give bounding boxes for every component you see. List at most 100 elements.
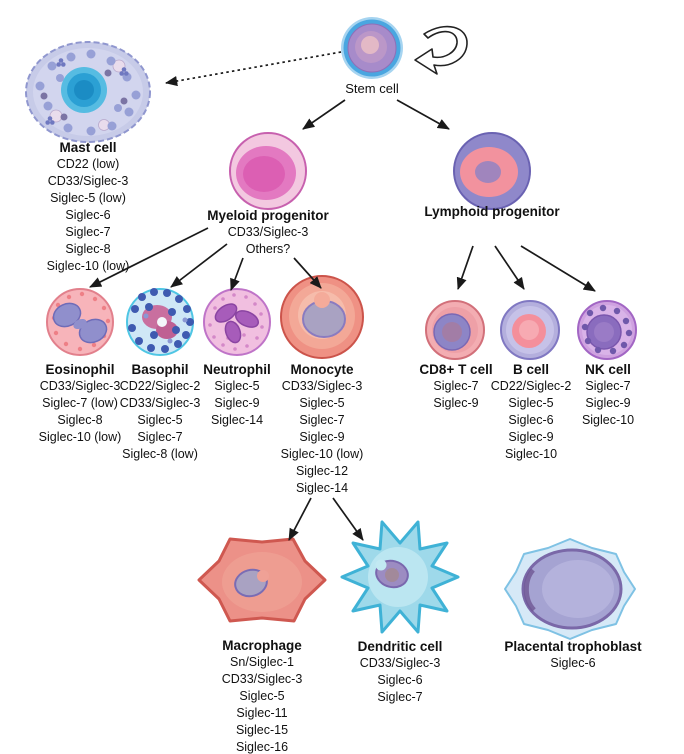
placental-trophoblast-markers: Siglec-6 — [475, 655, 671, 672]
myeloid-progenitor-label: Myeloid progenitor — [207, 208, 329, 223]
arrow-myeloid-to-basophil — [170, 243, 228, 288]
marker-item: Siglec-6 — [377, 673, 423, 687]
nk-granules — [581, 304, 633, 355]
marker-item: Siglec-15 — [235, 723, 289, 737]
arrow-lymphoid-to-cd8t — [456, 245, 474, 290]
neutrophil-nucleus — [214, 303, 260, 344]
marker-item: Siglec-12 — [295, 464, 349, 478]
marker-item: CD33/Siglec-3 — [119, 396, 201, 410]
marker-item: Siglec-5 — [239, 689, 285, 703]
arrow-monocyte-to-macrophage — [288, 497, 312, 541]
dendritic-cell-label: Dendritic cell — [357, 639, 443, 654]
marker-item: Others? — [245, 242, 291, 256]
marker-item: CD22/Siglec-2 — [119, 379, 201, 393]
marker-item: CD22/Siglec-2 — [490, 379, 572, 393]
marker-item: CD33/Siglec-3 — [221, 672, 303, 686]
marker-item: Siglec-14 — [210, 413, 264, 427]
marker-item: Siglec-5 — [137, 413, 183, 427]
arrow-lymphoid-to-nk — [520, 245, 596, 292]
marker-item: Siglec-11 — [236, 706, 288, 720]
marker-item: Siglec-14 — [295, 481, 349, 495]
placental-trophoblast-graphic — [504, 538, 636, 640]
arrow-monocyte-to-dendritic — [332, 497, 364, 541]
marker-item: CD22 (low) — [56, 157, 120, 171]
marker-item: Siglec-9 — [299, 430, 345, 444]
marker-item: Siglec-5 (low) — [50, 191, 126, 205]
marker-item: Siglec-10 (low) — [38, 430, 122, 444]
b-cell-label: B cell — [512, 362, 550, 377]
marker-item: Siglec-9 — [214, 396, 260, 410]
self-renewal-arrow-icon — [414, 25, 468, 75]
monocyte-label: Monocyte — [290, 362, 354, 377]
marker-item: CD33/Siglec-3 — [359, 656, 441, 670]
basophil-label: Basophil — [131, 362, 189, 377]
cd8-t-cell-label: CD8+ T cell — [419, 362, 493, 377]
marker-item: Siglec-6 — [508, 413, 554, 427]
marker-item: Siglec-8 (low) — [122, 447, 198, 461]
eosinophil-label: Eosinophil — [45, 362, 115, 377]
stem-cell-label: Stem cell — [345, 81, 399, 96]
marker-item: Siglec-10 (low) — [280, 447, 364, 461]
arrow-myeloid-to-monocyte — [293, 257, 322, 289]
arrow-myeloid-to-eosinophil — [89, 227, 209, 288]
nk-cell-graphic — [577, 300, 637, 360]
placental-trophoblast-group: Placental trophoblast Siglec-6 — [475, 638, 671, 672]
basophil-graphic — [126, 288, 194, 356]
basophil-granules — [128, 288, 194, 353]
marker-item: Siglec-5 — [508, 396, 554, 410]
cd8-t-cell-graphic — [425, 300, 485, 360]
b-cell-graphic — [500, 300, 560, 360]
marker-item: Siglec-8 — [57, 413, 103, 427]
marker-item: Siglec-9 — [508, 430, 554, 444]
arrow-stem-to-mast — [164, 51, 342, 87]
mast-granule-clusters — [45, 58, 129, 125]
marker-item: CD33/Siglec-3 — [227, 225, 309, 239]
marker-item: CD33/Siglec-3 — [47, 174, 129, 188]
arrow-lymphoid-to-bcell — [494, 245, 525, 290]
arrow-myeloid-to-neutrophil — [230, 257, 244, 291]
macrophage-graphic — [197, 537, 327, 623]
arrow-stem-to-lymphoid — [396, 99, 450, 130]
marker-item: Siglec-7 — [137, 430, 183, 444]
marker-item: Siglec-16 — [235, 740, 289, 754]
neutrophil-label: Neutrophil — [203, 362, 271, 377]
marker-item: CD33/Siglec-3 — [281, 379, 363, 393]
marker-item: Siglec-7 (low) — [42, 396, 118, 410]
placental-trophoblast-label: Placental trophoblast — [504, 639, 642, 654]
marker-item: Siglec-10 (low) — [46, 259, 130, 273]
monocyte-graphic — [280, 275, 364, 359]
stem-cell-group: Stem cell — [312, 80, 432, 97]
mast-cell-label: Mast cell — [59, 140, 117, 155]
marker-item: Sn/Siglec-1 — [230, 655, 294, 669]
stem-cell-graphic — [341, 17, 403, 79]
nk-cell-label: NK cell — [585, 362, 631, 377]
marker-item: Siglec-7 — [585, 379, 631, 393]
marker-item: Siglec-5 — [214, 379, 260, 393]
marker-item: CD33/Siglec-3 — [39, 379, 121, 393]
lymphoid-progenitor-group: Lymphoid progenitor — [397, 203, 587, 220]
macrophage-label: Macrophage — [222, 638, 302, 653]
marker-item: Siglec-7 — [65, 225, 111, 239]
